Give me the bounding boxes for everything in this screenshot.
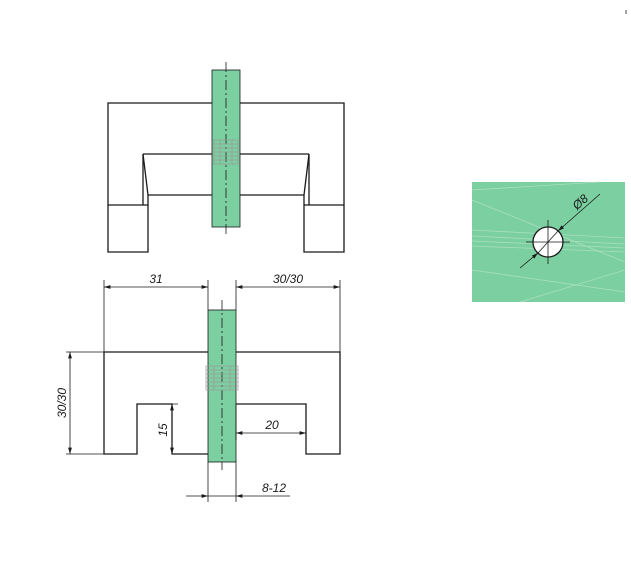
front-view-left-knob	[103, 351, 208, 455]
top-view-left-knob	[107, 102, 212, 253]
top-view-screw	[213, 139, 239, 165]
dim-inner-depth-label: 15	[156, 423, 170, 437]
dim-width-label: 31	[149, 272, 162, 286]
front-view-screw	[205, 365, 239, 391]
dim-line-hole-left	[519, 252, 539, 269]
dim-inner-width-label: 20	[264, 418, 279, 432]
front-view: 31 30/30 30/30 15 20 8-12	[55, 272, 341, 502]
dim-height-label: 30/30	[55, 388, 69, 418]
dim-line-hole-right	[557, 193, 601, 232]
hole-detail: Ø8	[471, 181, 626, 303]
dim-width-right-label: 30/30	[273, 272, 303, 286]
dim-glass-thickness-label: 8-12	[262, 481, 286, 495]
front-view-right-knob	[236, 351, 341, 455]
top-view	[107, 62, 345, 253]
top-view-right-knob	[240, 102, 345, 253]
